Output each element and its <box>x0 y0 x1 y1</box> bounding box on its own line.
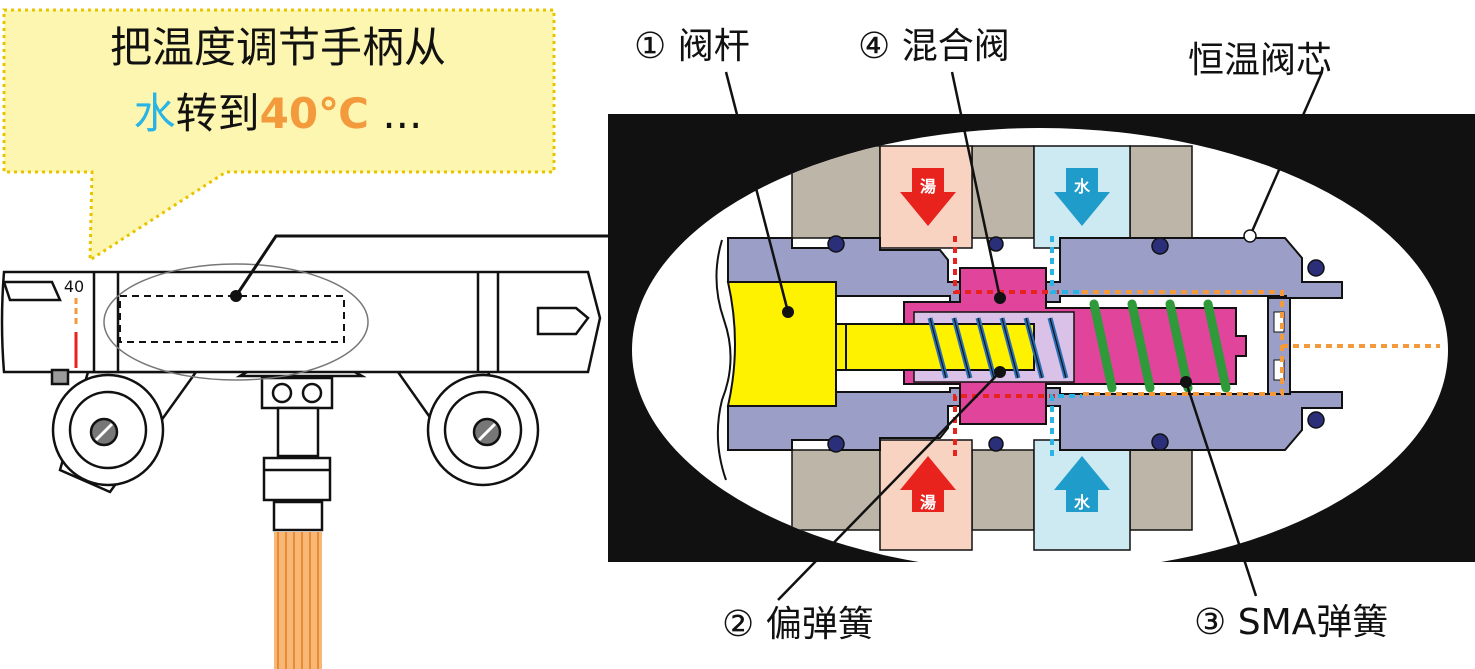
callout-line1: 把温度调节手柄从 <box>110 23 446 72</box>
outlet-nut-right <box>301 382 323 404</box>
water-stream <box>274 532 322 669</box>
seal-bottom-right <box>1129 449 1193 531</box>
handle-notch <box>2 280 62 302</box>
seal-bottom-left <box>791 449 881 531</box>
main-body <box>0 270 602 374</box>
cold-badge-bottom: 水 <box>1074 493 1091 512</box>
leader-lines <box>724 71 1324 601</box>
mixed-flow-line <box>1082 290 1284 396</box>
hot-arrow-top: 湯 <box>900 168 956 226</box>
grey-knob <box>50 368 70 386</box>
seal-bottom-mid <box>971 449 1035 531</box>
label-sma-spring: ③ SMA弹簧 <box>1194 602 1388 643</box>
outlet-nut-left <box>271 382 293 404</box>
focus-ellipse <box>103 263 369 381</box>
cold-arrow-top: 水 <box>1054 168 1110 226</box>
label-valve-stem: ① 阀杆 <box>634 26 750 67</box>
callout-bubble <box>2 8 556 263</box>
label-thermostatic-core: 恒温阀芯 <box>1188 40 1332 81</box>
outlet-tip <box>272 500 324 532</box>
callout-mid-word: 转到 <box>176 89 260 138</box>
cold-arrow-bottom: 水 <box>1054 456 1110 512</box>
seal-top-mid <box>971 145 1035 239</box>
callout-line2: 水转到40℃ ... <box>134 89 423 138</box>
speech-callout: 把温度调节手柄从 水转到40℃ ... <box>2 8 556 263</box>
hot-flow-line <box>953 236 1064 294</box>
spout-notch <box>536 306 590 336</box>
outlet-neck <box>276 406 320 458</box>
dial-value: 40 <box>64 277 84 296</box>
hot-arrow-bottom: 湯 <box>900 456 956 512</box>
housing-top <box>727 237 1343 303</box>
hot-badge-top: 湯 <box>920 177 936 196</box>
cold-flow-line <box>1050 236 1082 294</box>
cross-section <box>715 145 1440 551</box>
outlet-collar <box>262 456 332 502</box>
callout-cold-word: 水 <box>134 89 176 138</box>
callout-temp-word: 40℃ <box>260 89 369 138</box>
label-mixing-valve: ④ 混合阀 <box>858 26 1010 67</box>
o-rings <box>827 235 1325 453</box>
valve-stem-body <box>726 281 837 407</box>
faucet-body <box>0 270 602 669</box>
hot-badge-bottom: 湯 <box>920 493 936 512</box>
zoom-leader <box>234 234 612 297</box>
seal-top-right <box>1129 145 1193 239</box>
cold-badge-top: 水 <box>1074 177 1091 196</box>
sma-spring <box>1089 299 1231 393</box>
break-line <box>715 239 732 481</box>
callout-tail: ... <box>369 89 422 138</box>
label-bias-spring: ② 偏弹簧 <box>722 604 874 645</box>
